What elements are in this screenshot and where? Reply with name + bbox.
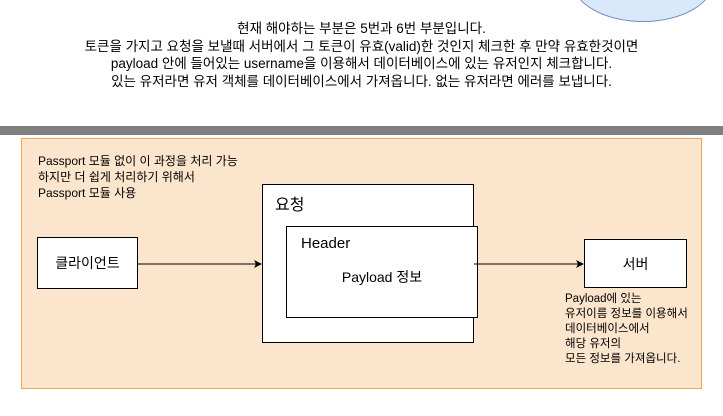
intro-text: 현재 해야하는 부분은 5번과 6번 부분입니다. 토큰을 가지고 요청을 보낼…	[0, 20, 723, 90]
request-title: 요청	[275, 197, 305, 214]
server-note-line: 데이터베이스에서	[565, 323, 650, 335]
passport-note-line: Passport 모듈 사용	[38, 186, 137, 200]
intro-line: 현재 해야하는 부분은 5번과 6번 부분입니다.	[237, 21, 486, 36]
server-label: 서버	[622, 255, 649, 272]
passport-note-line: Passport 모듈 없이 이 과정을 처리 가능	[38, 154, 238, 168]
passport-note: Passport 모듈 없이 이 과정을 처리 가능 하지만 더 쉽게 처리하기…	[38, 153, 238, 201]
server-note-line: 해당 유저의	[565, 338, 622, 350]
passport-note-line: 하지만 더 쉽게 처리하기 위해서	[38, 170, 195, 184]
section-divider	[0, 126, 723, 135]
intro-line: 토큰을 가지고 요청을 보낼때 서버에서 그 토큰이 유효(valid)한 것인…	[84, 38, 639, 54]
client-node[interactable]: 클라이언트	[37, 237, 138, 289]
server-node[interactable]: 서버	[584, 239, 687, 288]
payload-label: Payload 정보	[341, 269, 423, 285]
intro-line: 있는 유저라면 유저 객체를 데이터베이스에서 가져옵니다. 없는 유저라면 에…	[111, 73, 612, 89]
server-note-line: 유저이름 정보를 이용해서	[565, 308, 688, 320]
client-label: 클라이언트	[55, 255, 120, 271]
intro-line: payload 안에 들어있는 username을 이용해서 데이터베이스에 있…	[110, 56, 613, 71]
server-note-line: Payload에 있는	[565, 293, 642, 305]
header-label: Header	[301, 235, 351, 252]
payload-node[interactable]: Header Payload 정보	[286, 226, 478, 318]
server-note: Payload에 있는 유저이름 정보를 이용해서 데이터베이스에서 해당 유저…	[565, 292, 688, 367]
server-note-line: 모든 정보를 가져옵니다.	[565, 353, 681, 365]
